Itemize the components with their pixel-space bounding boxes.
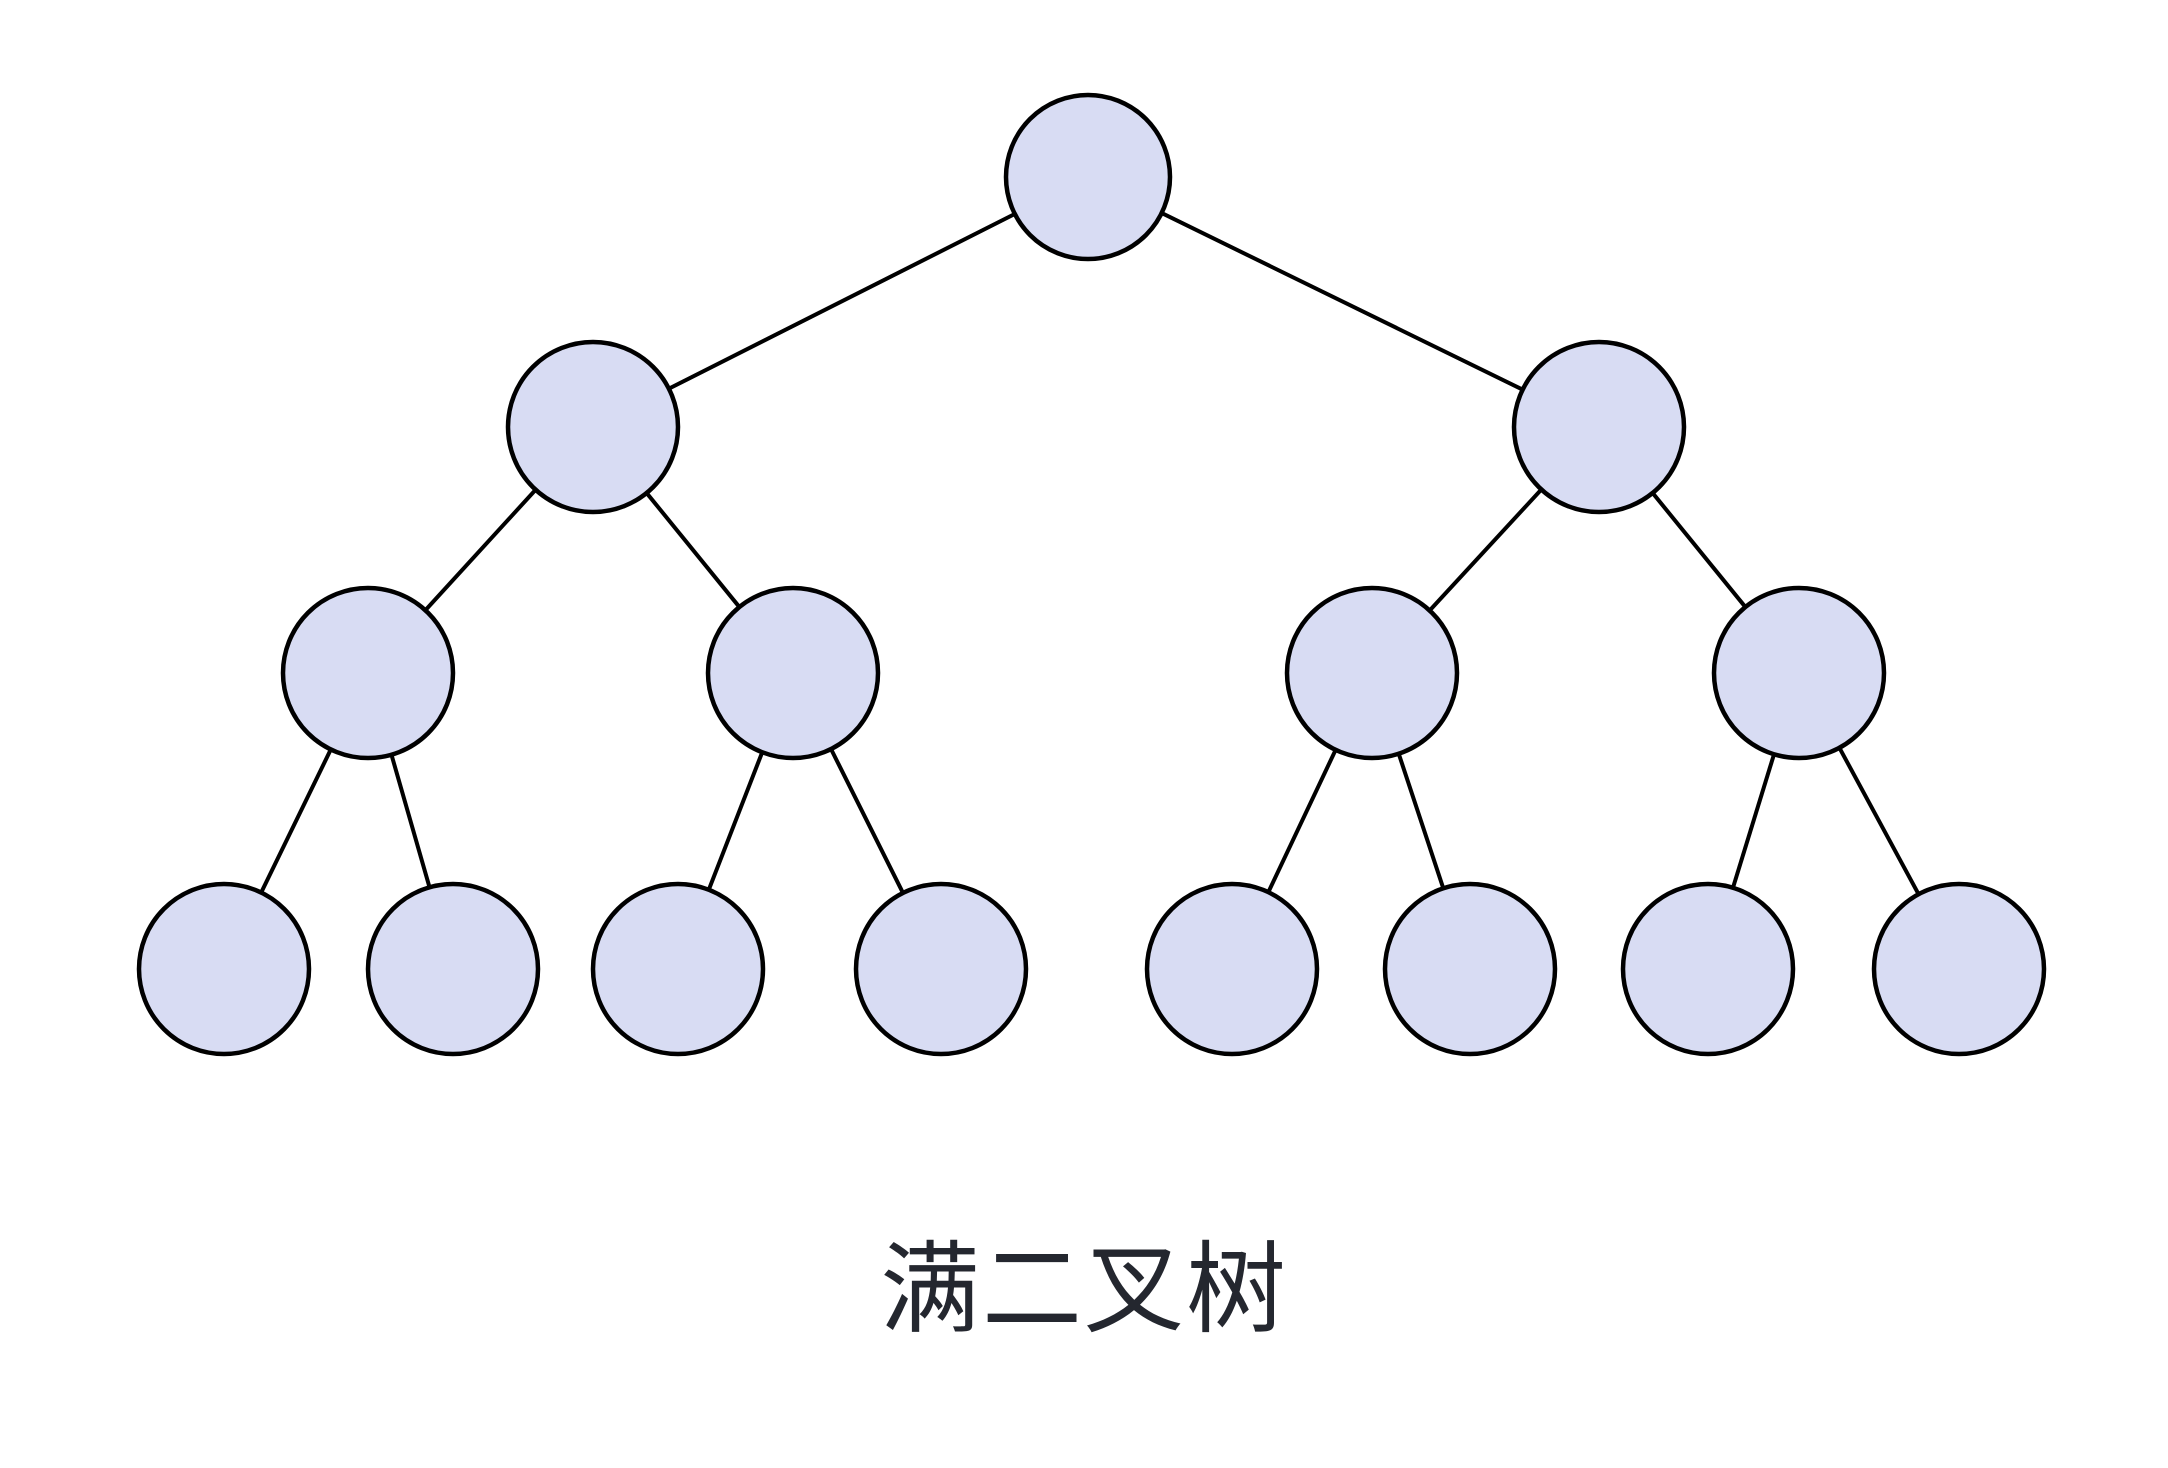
tree-node-circle[interactable] [705,585,881,761]
tree-node-circle[interactable] [1003,92,1173,262]
tree-node-circle[interactable] [1284,585,1460,761]
tree-edge [644,490,742,610]
tree-node-circle[interactable] [590,881,766,1057]
tree-node[interactable] [1871,881,2047,1057]
tree-edge [667,211,1017,391]
tree-edge [1650,490,1748,610]
tree-node-circle[interactable] [280,585,456,761]
tree-node[interactable] [136,881,312,1057]
tree-node[interactable] [1284,585,1460,761]
tree-node-circle[interactable] [1382,881,1558,1057]
tree-node[interactable] [1511,339,1687,515]
figure-caption: 满二叉树 [880,1231,1288,1348]
tree-edge [1730,752,1777,890]
tree-node[interactable] [365,881,541,1057]
tree-edge [1427,487,1544,613]
tree-node[interactable] [505,339,681,515]
tree-node[interactable] [590,881,766,1057]
tree-node-circle[interactable] [1511,339,1687,515]
tree-edge [1837,745,1921,897]
tree-node-circle[interactable] [136,881,312,1057]
tree-edge [1159,210,1525,392]
tree-node-layer [136,92,2047,1057]
tree-edge [389,753,432,889]
tree-node-circle[interactable] [853,881,1029,1057]
tree-edge [258,747,334,895]
tree-node[interactable] [853,881,1029,1057]
tree-edge [828,747,906,895]
tree-node[interactable] [1003,92,1173,262]
tree-node[interactable] [705,585,881,761]
tree-node-circle[interactable] [1711,585,1887,761]
tree-node-circle[interactable] [1620,881,1796,1057]
tree-edge [706,750,765,892]
tree-node-circle[interactable] [365,881,541,1057]
tree-edge-layer [258,210,1921,897]
tree-node[interactable] [1144,881,1320,1057]
tree-node-circle[interactable] [505,339,681,515]
tree-node-circle[interactable] [1144,881,1320,1057]
tree-edge [1266,748,1338,894]
tree-node[interactable] [280,585,456,761]
tree-node[interactable] [1382,881,1558,1057]
tree-node[interactable] [1711,585,1887,761]
tree-edge [1396,752,1446,890]
tree-node[interactable] [1620,881,1796,1057]
tree-node-circle[interactable] [1871,881,2047,1057]
tree-edge [423,487,538,613]
